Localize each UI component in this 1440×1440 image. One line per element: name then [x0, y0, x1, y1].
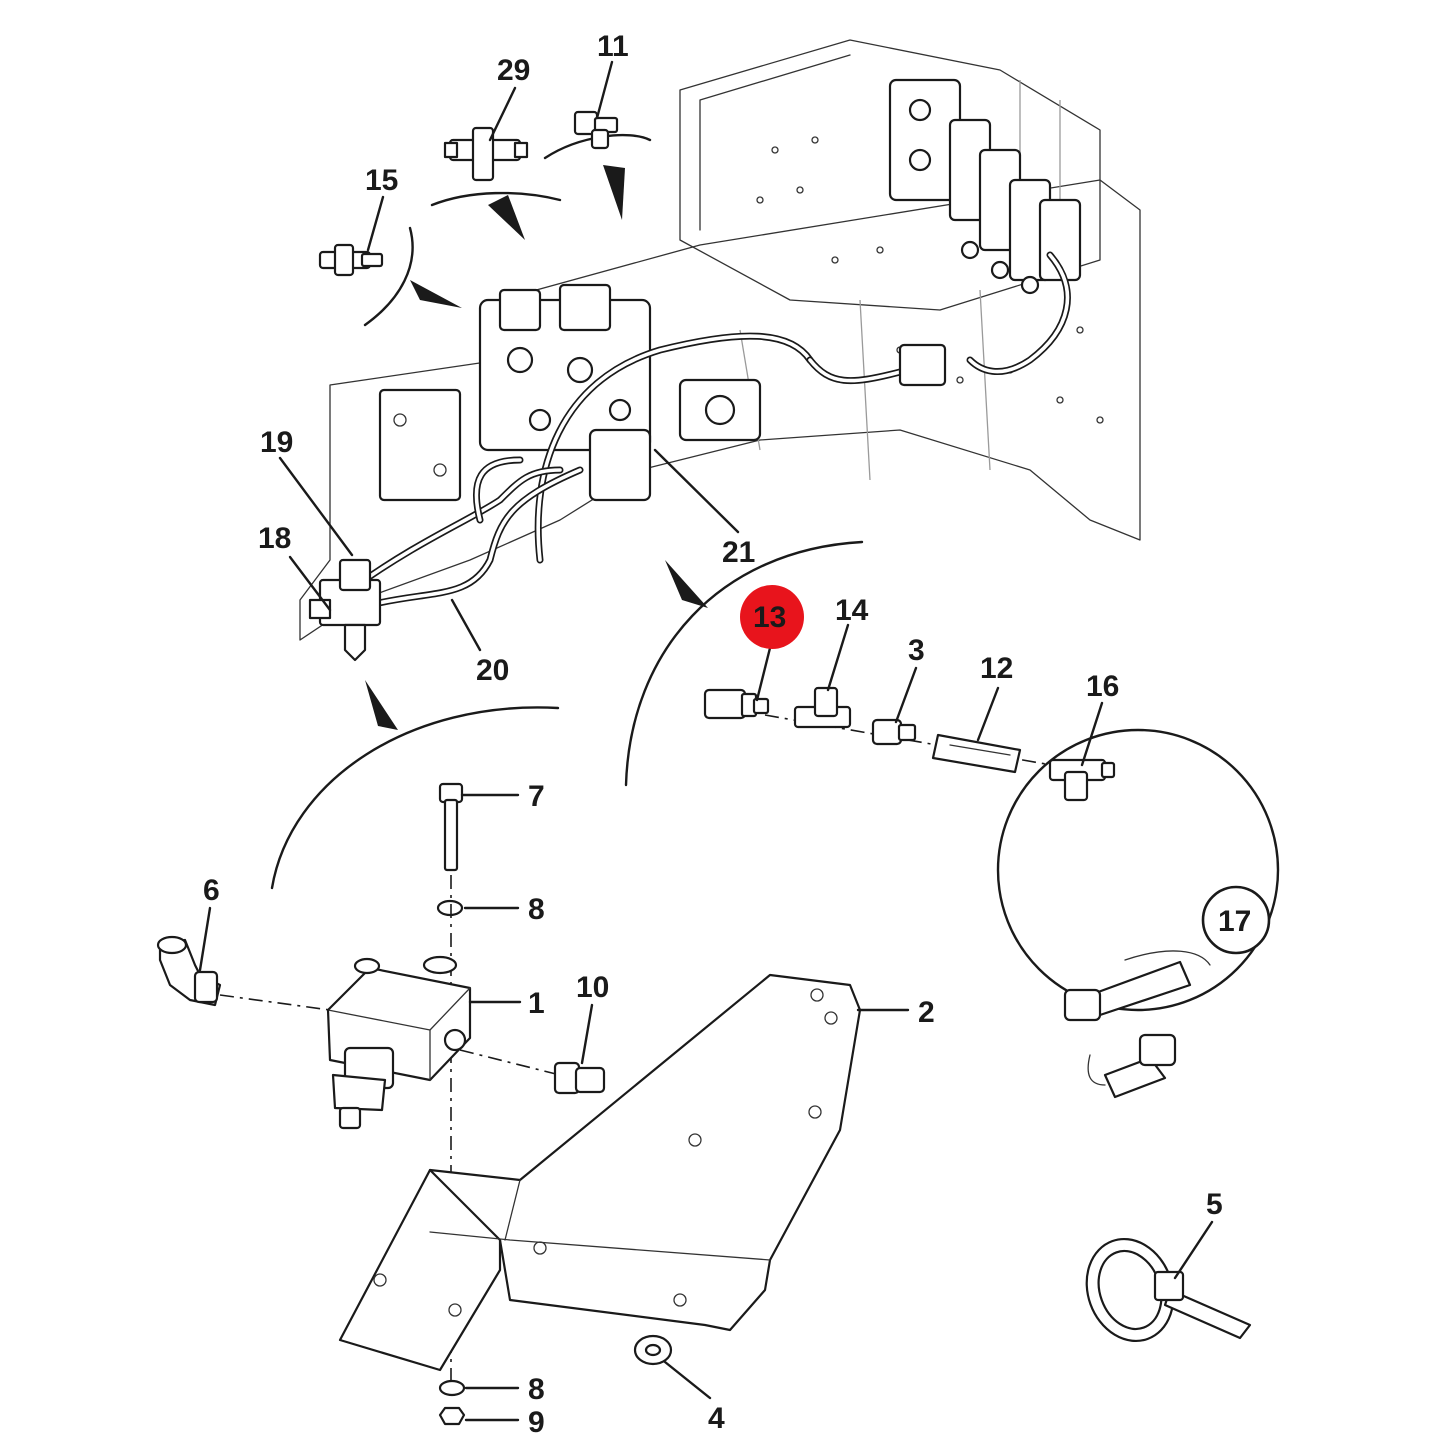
part-7-bolt: [438, 782, 464, 872]
callout-11: 11: [597, 30, 629, 63]
part-16-tee: [1048, 758, 1116, 802]
fitting-15: [318, 243, 384, 277]
callout-4: 4: [708, 1402, 725, 1435]
callout-6: 6: [203, 874, 220, 907]
part-8-washer-top: [436, 899, 464, 917]
callout-5: 5: [1206, 1188, 1223, 1221]
callout-2: 2: [918, 996, 935, 1029]
callout-3: 3: [908, 634, 925, 667]
part-8-washer-bottom: [438, 1379, 466, 1397]
callout-8-bottom: 8: [528, 1373, 545, 1406]
pointer-11: [603, 165, 625, 220]
leader-lines: [198, 60, 1214, 1422]
callout-20: 20: [476, 654, 509, 687]
part-13-sensor: [703, 688, 770, 720]
callout-15: 15: [365, 164, 398, 197]
callout-1: 1: [528, 987, 545, 1020]
callout-8-top: 8: [528, 893, 545, 926]
part-2-bracket: [338, 973, 862, 1372]
lower-assembly: [156, 782, 862, 1426]
pointer-15: [410, 280, 462, 308]
control-valve-stack: [888, 78, 1082, 295]
part-3-adapter: [871, 718, 917, 746]
callout-labels: 11 29 15 19 18 20 21 13 14 3 12 16 7 8 6…: [203, 30, 1271, 1439]
part-4-washer: [633, 1334, 673, 1366]
detail-17-badge: [1201, 885, 1271, 955]
pointer-29: [488, 195, 525, 240]
pointer-detail-13: [665, 560, 708, 608]
callout-13: 13: [753, 601, 786, 634]
part-1-manifold: [326, 955, 472, 1130]
callout-18: 18: [258, 522, 291, 555]
cross-fitting-29: [443, 126, 529, 182]
part-5-cable-tie: [1085, 1237, 1252, 1343]
hydraulic-hoses: [346, 251, 1071, 609]
pointer-detail-1: [365, 680, 398, 730]
center-valve-block: [378, 283, 762, 502]
callout-7: 7: [528, 780, 545, 813]
callout-21: 21: [722, 536, 755, 569]
callout-12: 12: [980, 652, 1013, 685]
detail-arcs: [270, 133, 1280, 1012]
callout-17: 17: [1218, 905, 1251, 938]
callout-14: 14: [835, 594, 869, 627]
callout-9: 9: [528, 1406, 545, 1439]
part-14-tee: [793, 686, 852, 729]
callout-16: 16: [1086, 670, 1119, 703]
detail-13-assembly: [703, 686, 1116, 802]
highlight-marker-13: [740, 585, 804, 649]
part-9-nut: [438, 1406, 466, 1426]
callout-29: 29: [497, 54, 530, 87]
detail-17-hose-ends: [1063, 950, 1211, 1099]
part-6-elbow: [156, 935, 222, 1007]
part-10-adapter: [553, 1061, 606, 1095]
callout-10: 10: [576, 971, 609, 1004]
machine-frame: [299, 39, 1141, 662]
callout-19: 19: [260, 426, 293, 459]
part-12-tube: [931, 733, 1022, 774]
fitting-11: [573, 110, 619, 150]
